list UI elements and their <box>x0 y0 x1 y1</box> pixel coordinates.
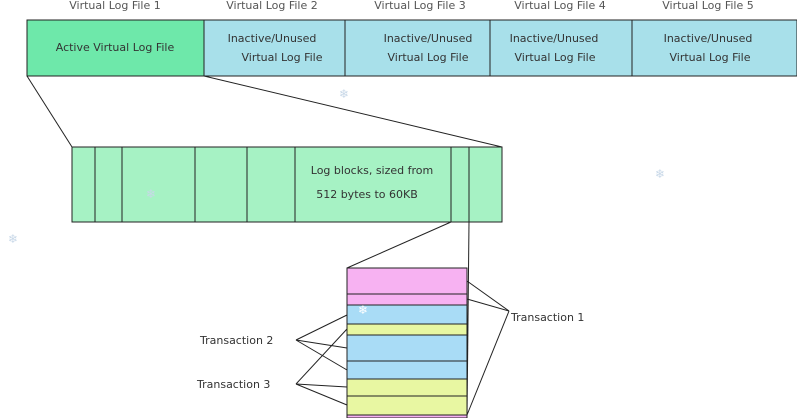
vlf-box-5-line2: Virtual Log File <box>670 51 751 64</box>
transaction-3-pointer <box>295 328 348 385</box>
block-segment-pink <box>346 414 468 418</box>
log-blocks-row <box>71 146 503 223</box>
snowflake-icon: ❄ <box>339 87 349 101</box>
log-blocks-line2: 512 bytes to 60KB <box>316 188 418 201</box>
transaction-2-pointer <box>295 339 348 349</box>
block-segment-yellow <box>346 395 468 416</box>
block-segment-yellow <box>346 378 468 397</box>
snowflake-icon: ❄ <box>8 232 18 246</box>
transaction-3-pointer <box>295 383 348 406</box>
vlf-box-5 <box>631 19 797 77</box>
log-blocks-line1: Log blocks, sized from <box>311 164 433 177</box>
vlf-box-3-line2: Virtual Log File <box>388 51 469 64</box>
transaction-1-pointer <box>466 310 510 416</box>
vlf-box-2-line2: Virtual Log File <box>242 51 323 64</box>
vlf-box-1-line1: Active Virtual Log File <box>56 41 175 54</box>
vlf-header-1: Virtual Log File 1 <box>69 0 161 12</box>
snowflake-icon: ❄ <box>146 187 156 201</box>
transaction-2-pointer <box>295 314 348 341</box>
vlf-box-2 <box>203 19 346 77</box>
vlf-box-5-line1: Inactive/Unused <box>664 32 753 45</box>
snowflake-icon: ❄ <box>358 303 368 317</box>
vlf-box-2-line1: Inactive/Unused <box>228 32 317 45</box>
block-segment-yellow <box>346 323 468 336</box>
vlf-box-1 <box>26 19 205 77</box>
zoom-line-right <box>203 75 503 148</box>
transaction-1-pointer <box>466 280 510 312</box>
vlf-box-4-line2: Virtual Log File <box>515 51 596 64</box>
transaction-3-pointer <box>295 383 348 388</box>
zoom-line-left <box>26 75 73 148</box>
transaction-1-label: Transaction 1 <box>510 311 584 324</box>
transaction-2-label: Transaction 2 <box>199 334 273 347</box>
transaction-1-pointer <box>466 298 510 312</box>
vlf-header-3: Virtual Log File 3 <box>374 0 466 12</box>
vlf-header-4: Virtual Log File 4 <box>514 0 606 12</box>
transaction-3-label: Transaction 3 <box>196 378 270 391</box>
snowflake-icon: ❄ <box>655 167 665 181</box>
vlf-header-5: Virtual Log File 5 <box>662 0 754 12</box>
vlf-box-4-line1: Inactive/Unused <box>510 32 599 45</box>
transaction-2-pointer <box>295 339 348 371</box>
vlf-box-3-line1: Inactive/Unused <box>384 32 473 45</box>
vlf-box-3 <box>344 19 491 77</box>
zoom-line-block-left <box>346 221 452 269</box>
block-segment-blue <box>346 334 468 362</box>
block-segment-pink <box>346 267 468 295</box>
vlf-box-4 <box>489 19 633 77</box>
block-segment-blue <box>346 360 468 380</box>
vlf-header-2: Virtual Log File 2 <box>226 0 318 12</box>
